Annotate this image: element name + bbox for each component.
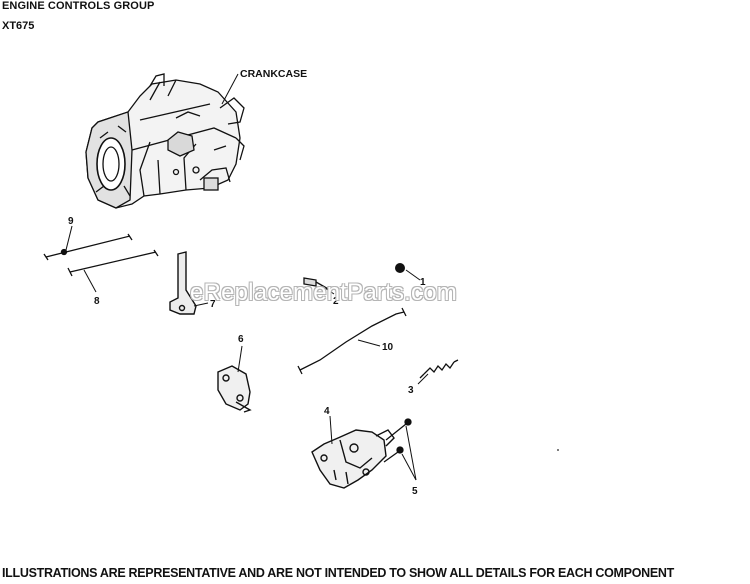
callout-5: 5 <box>412 486 418 497</box>
crankcase-leader <box>221 73 239 105</box>
diagram-title: ENGINE CONTROLS GROUP <box>2 0 155 12</box>
callout-8: 8 <box>94 296 100 307</box>
callout-2: 2 <box>333 296 339 307</box>
callout-6: 6 <box>238 334 244 345</box>
part-2-screw[interactable] <box>303 277 331 291</box>
model-number: XT675 <box>2 20 35 32</box>
part-5-screws[interactable] <box>383 418 412 463</box>
callout-1: 1 <box>420 277 426 288</box>
part-7-lever[interactable] <box>169 251 197 315</box>
stray-dot <box>557 449 559 451</box>
part-8-rod[interactable] <box>67 249 159 277</box>
part-1-nut[interactable] <box>395 263 405 273</box>
part-9-rod[interactable] <box>43 233 133 261</box>
callout-3: 3 <box>408 385 414 396</box>
disclaimer-footer: ILLUSTRATIONS ARE REPRESENTATIVE AND ARE… <box>2 566 674 580</box>
part-3-spring[interactable] <box>419 359 459 379</box>
callout-10: 10 <box>382 342 394 353</box>
crankcase-part[interactable] <box>85 73 245 209</box>
callout-9: 9 <box>68 216 74 227</box>
part-6-bracket[interactable] <box>217 365 252 413</box>
crankcase-label: CRANKCASE <box>240 68 307 80</box>
watermark: eReplacementParts.com <box>190 279 457 306</box>
part-10-link[interactable] <box>297 307 407 375</box>
callout-7: 7 <box>210 299 216 310</box>
callout-4: 4 <box>324 406 330 417</box>
part-4-control-bracket[interactable] <box>311 429 395 489</box>
